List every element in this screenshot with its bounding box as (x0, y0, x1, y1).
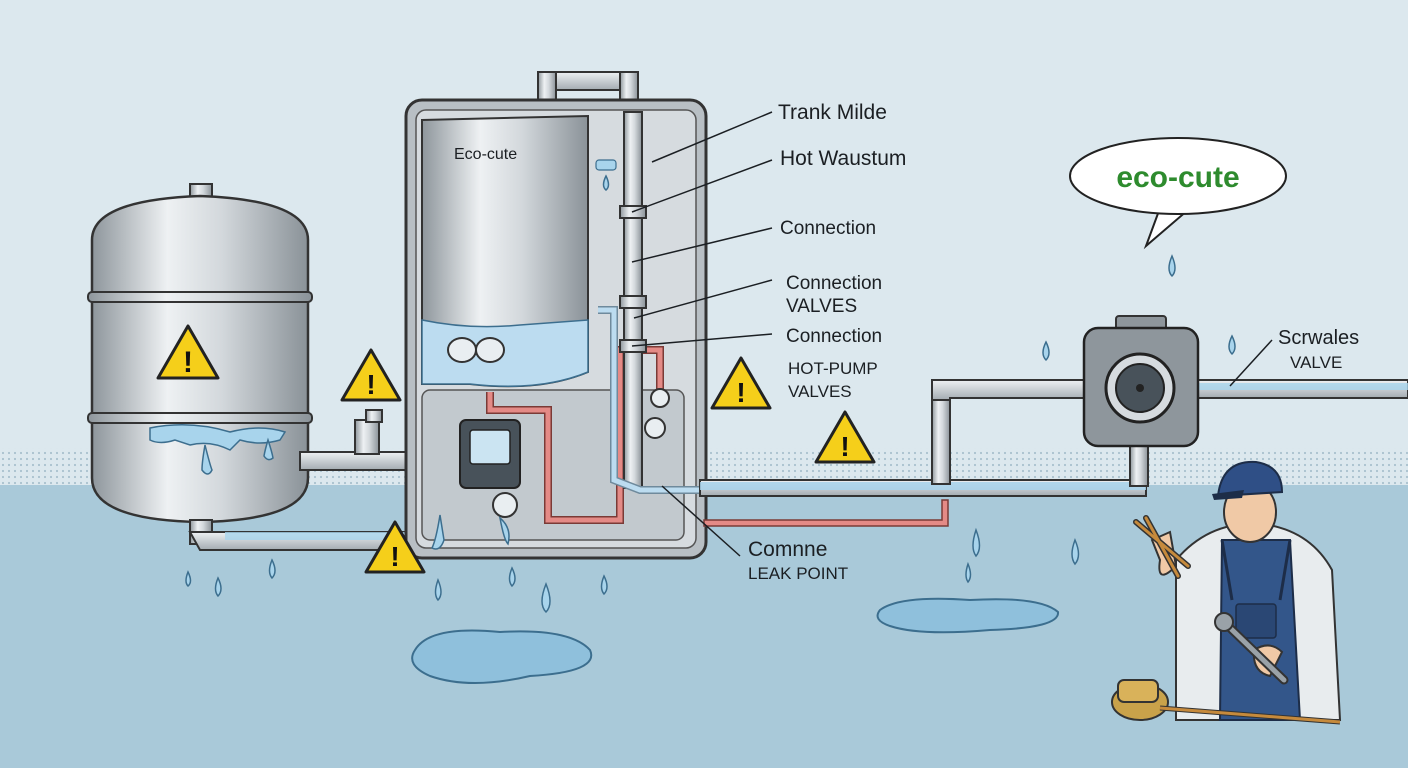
label-screw-valve-line1: Scrwales (1278, 327, 1359, 349)
label-leak-line1: Comnne (748, 538, 827, 561)
floor-puddle (411, 629, 593, 684)
eco-cute-unit (404, 71, 708, 560)
bubble-text: eco-cute (1116, 161, 1239, 194)
label-leak-line2: LEAK POINT (748, 564, 848, 583)
floor-puddle (876, 597, 1059, 634)
leader-lines (631, 111, 1273, 557)
label-connection-valves-line1: Connection (786, 273, 882, 294)
svg-text:!: ! (183, 346, 193, 379)
valve-icon (1042, 254, 1236, 448)
water-drop-icon (185, 527, 1080, 614)
wrench-icon (1214, 612, 1289, 685)
svg-text:!: ! (736, 377, 745, 408)
warning-icon: ! (364, 520, 426, 574)
pliers-icon (1133, 515, 1191, 579)
speech-bubble (1069, 137, 1287, 250)
label-connection-1: Connection (780, 218, 876, 239)
warning-icon: ! (156, 324, 220, 380)
unit-label: Eco-cute (454, 146, 517, 163)
warning-icon: ! (710, 356, 772, 410)
svg-text:!: ! (390, 541, 399, 572)
floor-tool (1111, 679, 1341, 725)
label-connection-2: Connection (786, 326, 882, 347)
label-tank-middle: Trank Milde (778, 101, 887, 124)
label-heat-pump-valves-line1: HOT-PUMP (788, 359, 878, 378)
pipe-left (188, 409, 431, 551)
label-connection-valves-line2: VALVES (786, 296, 857, 317)
svg-text:!: ! (840, 431, 849, 462)
label-screw-valve-line2: VALVE (1290, 353, 1342, 372)
warning-icon: ! (340, 348, 402, 402)
warning-icon: ! (814, 410, 876, 464)
svg-text:!: ! (366, 369, 375, 400)
label-hot-water: Hot Waustum (780, 147, 906, 170)
label-heat-pump-valves-line2: VALVES (788, 382, 852, 401)
pipe-right (699, 379, 1408, 527)
